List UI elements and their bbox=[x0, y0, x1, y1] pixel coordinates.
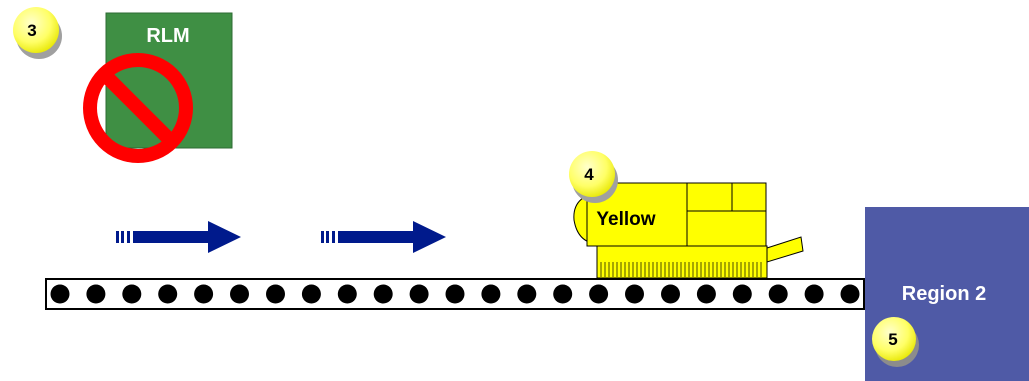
conveyor-roller bbox=[553, 284, 573, 304]
rlm-box: RLM bbox=[105, 12, 233, 149]
region-label: Region 2 bbox=[902, 283, 986, 305]
conveyor-roller bbox=[696, 284, 716, 304]
conveyor-roller bbox=[266, 284, 285, 304]
step-badge-5-number: 5 bbox=[888, 330, 897, 349]
conveyor-roller bbox=[840, 284, 860, 304]
conveyor-roller bbox=[194, 284, 214, 304]
conveyor-roller bbox=[158, 284, 178, 304]
conveyor-roller bbox=[589, 284, 609, 304]
step-badge-4: 4 bbox=[569, 151, 618, 203]
conveyor-roller bbox=[625, 284, 644, 304]
no-entry-icon bbox=[83, 53, 193, 163]
conveyor-roller bbox=[301, 284, 321, 304]
rlm-label: RLM bbox=[146, 25, 189, 47]
conveyor-rollers bbox=[50, 284, 860, 304]
machine-tracks bbox=[600, 262, 762, 277]
conveyor-belt bbox=[45, 278, 865, 310]
conveyor-roller bbox=[768, 284, 788, 304]
step-badge-4-number: 4 bbox=[584, 165, 594, 184]
conveyor-roller bbox=[481, 284, 501, 304]
conveyor-roller bbox=[122, 284, 142, 304]
yellow-machine: Yellow bbox=[573, 182, 804, 279]
conveyor-roller bbox=[50, 284, 70, 304]
conveyor-roller bbox=[373, 284, 393, 304]
conveyor-roller bbox=[337, 284, 357, 304]
conveyor-roller bbox=[661, 284, 680, 304]
right-arrow-icon bbox=[116, 221, 241, 253]
step-badge-3-number: 3 bbox=[27, 21, 36, 40]
conveyor-roller bbox=[230, 284, 249, 304]
step-badge-5: 5 bbox=[872, 317, 919, 367]
conveyor-roller bbox=[804, 284, 824, 304]
step-badge-3: 3 bbox=[13, 7, 62, 59]
conveyor-roller bbox=[445, 284, 465, 304]
right-arrow-icon bbox=[321, 221, 446, 253]
conveyor-roller bbox=[409, 284, 429, 304]
conveyor-roller bbox=[517, 284, 537, 304]
conveyor-roller bbox=[86, 284, 106, 304]
conveyor-roller bbox=[732, 284, 752, 304]
machine-label: Yellow bbox=[596, 209, 655, 230]
